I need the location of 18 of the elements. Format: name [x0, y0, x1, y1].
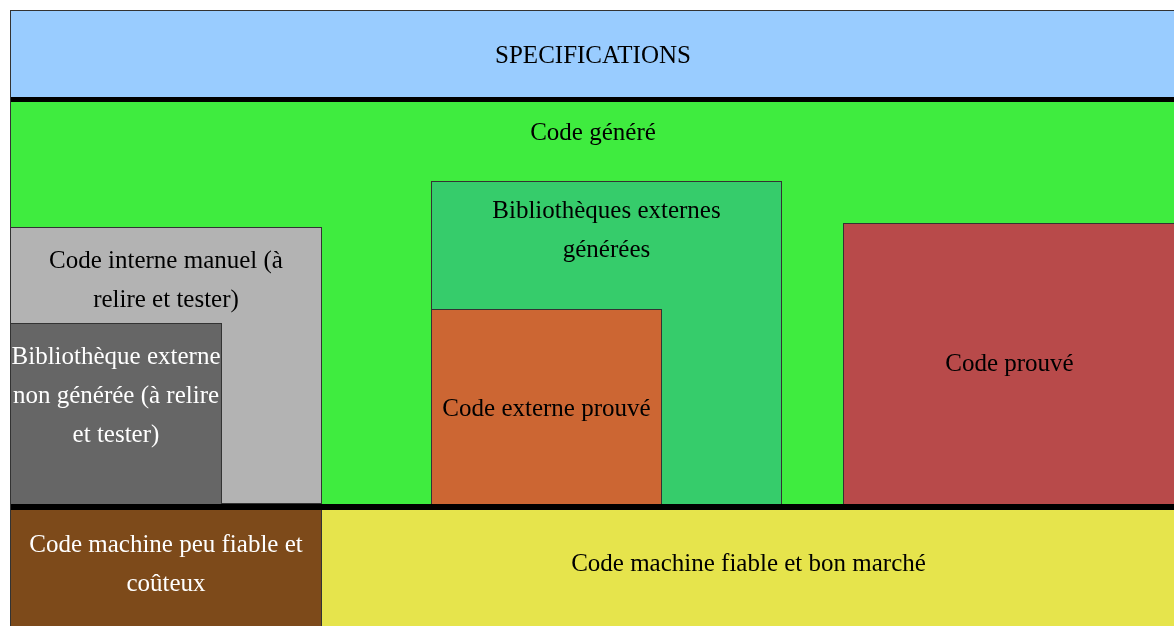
node-label: Code interne manuel (à relire et tester) — [48, 245, 284, 315]
node-label: Bibliothèques externes générées — [491, 195, 722, 264]
reliable-machine-code-box — [322, 510, 1174, 626]
node-label: Bibliothèque externe non générée (à relire et tester) — [11, 341, 221, 449]
specifications-band — [11, 11, 1174, 97]
generated-code-area — [11, 102, 1174, 504]
unreliable-machine-code-box — [11, 510, 322, 626]
external-library-box — [11, 323, 222, 504]
proven-code-box — [843, 223, 1174, 504]
node-label: Code prouvé — [944, 347, 1075, 378]
node-label: Code externe prouvé — [441, 393, 652, 423]
node-label: SPECIFICATIONS — [494, 39, 692, 70]
node-label: Code machine fiable et bon marché — [570, 548, 927, 578]
generated-libraries-box — [431, 181, 782, 504]
node-label: Code généré — [529, 117, 657, 147]
manual-code-box — [11, 227, 322, 504]
node-label: Code machine peu fiable et coûteux — [28, 528, 304, 598]
proven-external-code-box — [431, 309, 662, 505]
